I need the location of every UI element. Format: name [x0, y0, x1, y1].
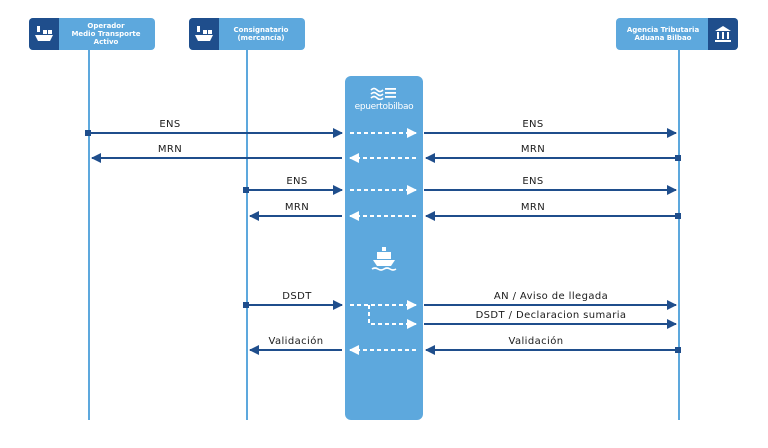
- actor-operador: Operador Medio Transporte Activo: [29, 18, 155, 50]
- actor-consignatario-name: Consignatario (mercancía): [233, 26, 289, 42]
- label-ens-2-left: ENS: [286, 176, 308, 187]
- arrow-ens-1-left-origin: [85, 130, 91, 136]
- actor-agencia: Agencia Tributaria Aduana Bilbao: [616, 18, 738, 50]
- arrow-mrn-2-right-origin: [675, 213, 681, 219]
- hub-name: epuertobilbao: [354, 102, 414, 112]
- label-ens-1-right: ENS: [522, 119, 544, 130]
- label-an-right: AN / Aviso de llegada: [493, 291, 609, 302]
- label-mrn-2-right: MRN: [520, 202, 546, 213]
- ship-icon: [371, 247, 397, 271]
- arrow-ens-2-left-origin: [243, 187, 249, 193]
- government-building-icon: [708, 18, 738, 50]
- ship-cargo-icon: [189, 18, 219, 50]
- actor-agencia-name: Agencia Tributaria Aduana Bilbao: [626, 26, 700, 42]
- arrow-dsdt-hub-loop: [368, 305, 417, 329]
- wave-logo-icon: [370, 87, 396, 100]
- label-dsdt-left: DSDT: [282, 291, 312, 302]
- lifeline-operador: [88, 50, 90, 420]
- actor-consignatario: Consignatario (mercancía): [189, 18, 305, 50]
- lifeline-consignatario: [246, 50, 248, 420]
- label-ens-1-left: ENS: [159, 119, 181, 130]
- label-dsdt-right: DSDT / Declaracion sumaria: [475, 310, 627, 321]
- label-mrn-1-right: MRN: [520, 144, 546, 155]
- arrow-val-right-origin: [675, 347, 681, 353]
- ship-cargo-icon: [29, 18, 59, 50]
- arrow-mrn-1-right-origin: [675, 155, 681, 161]
- arrow-dsdt-left-origin: [243, 302, 249, 308]
- label-val-right: Validación: [508, 336, 564, 347]
- lifeline-agencia: [678, 50, 680, 420]
- label-ens-2-right: ENS: [522, 176, 544, 187]
- label-val-left: Validación: [268, 336, 324, 347]
- label-mrn-2-left: MRN: [284, 202, 310, 213]
- actor-operador-name: Operador Medio Transporte Activo: [71, 22, 141, 46]
- label-mrn-1-left: MRN: [157, 144, 183, 155]
